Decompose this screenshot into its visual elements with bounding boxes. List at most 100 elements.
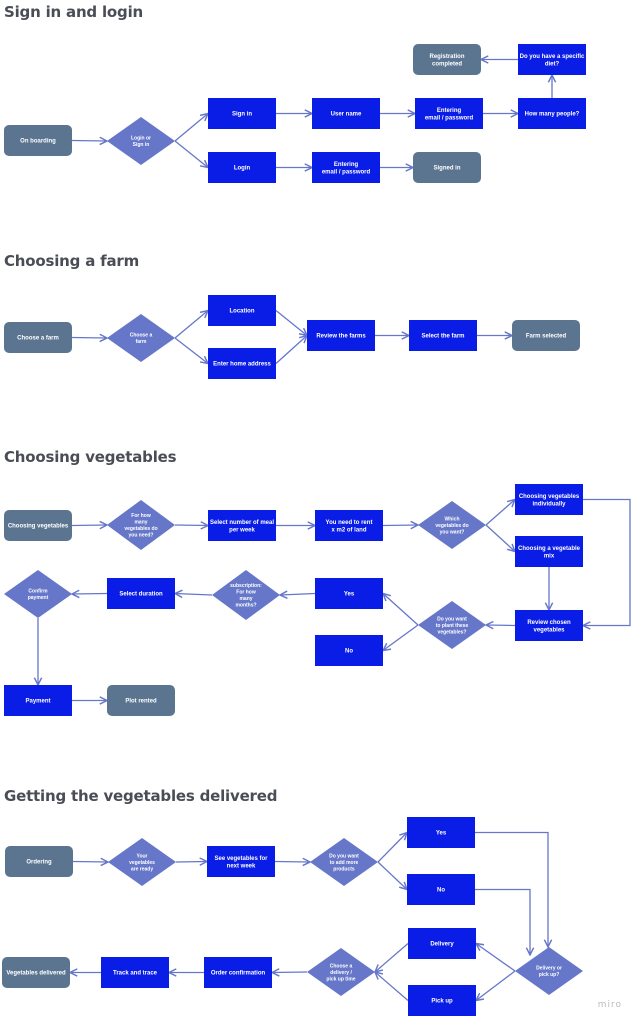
node-payment[interactable]: Payment	[4, 685, 72, 716]
node-login[interactable]: Login	[208, 152, 276, 183]
node-label-line: payment	[28, 595, 49, 601]
node-label: Delivery	[430, 942, 454, 948]
node-location[interactable]: Location	[208, 295, 276, 326]
process-box	[315, 510, 383, 541]
node-yes-plant[interactable]: Yes	[315, 578, 383, 609]
connector-home-address-to-review-farms	[275, 336, 307, 364]
node-order-confirmation[interactable]: Order confirmation	[204, 957, 272, 988]
node-label-line: Choosing vegetables	[519, 494, 580, 500]
node-delivery[interactable]: Delivery	[408, 928, 476, 959]
node-veg-delivered[interactable]: Vegetables delivered	[2, 957, 70, 988]
node-label-line: Registration	[429, 54, 464, 60]
node-farm-selected[interactable]: Farm selected	[512, 320, 580, 351]
node-label-line: How many people?	[525, 112, 580, 118]
node-ordering[interactable]: Ordering	[5, 846, 73, 877]
connector-review-chosen-to-plant-these	[486, 625, 516, 626]
connector-choose-farm-dec-to-home-address	[174, 337, 208, 364]
node-signed-in[interactable]: Signed in	[413, 152, 481, 183]
node-yes-add[interactable]: Yes	[407, 817, 475, 848]
node-label: Vegetables delivered	[6, 971, 66, 977]
node-label-line: Choose a	[130, 333, 153, 339]
node-label-line: Confirm	[28, 589, 48, 595]
node-how-many-people[interactable]: How many people?	[518, 98, 586, 129]
node-label-line: You need to rent	[326, 520, 373, 526]
node-select-farm[interactable]: Select the farm	[409, 320, 477, 351]
node-track-trace[interactable]: Track and trace	[101, 957, 169, 988]
node-label: Choose a farm	[17, 336, 59, 342]
decision-diamond	[515, 947, 583, 995]
node-label-line: many	[239, 596, 252, 602]
node-home-address[interactable]: Enter home address	[208, 348, 276, 379]
node-no-add[interactable]: No	[407, 874, 475, 905]
node-label-line: Select number of meal	[210, 520, 274, 526]
node-user-name[interactable]: User name	[312, 98, 380, 129]
decision-diamond	[310, 838, 378, 886]
node-label: How many people?	[525, 112, 580, 118]
node-label-line: pick up time	[326, 976, 355, 982]
node-pick-up[interactable]: Pick up	[408, 985, 476, 1016]
process-box	[204, 957, 272, 988]
process-box	[408, 928, 476, 959]
node-label-line: Location	[230, 309, 255, 315]
node-no-plant[interactable]: No	[315, 635, 383, 666]
node-label-line: per week	[229, 527, 255, 533]
node-onboarding[interactable]: On boarding	[4, 125, 72, 156]
process-box	[518, 98, 586, 129]
connector-add-more-to-no-add	[377, 861, 407, 890]
node-choosing-veg-start[interactable]: Choosing vegetables	[4, 510, 72, 541]
node-sign-in[interactable]: Sign in	[208, 98, 276, 129]
node-choose-farm-start[interactable]: Choose a farm	[4, 322, 72, 353]
node-label: Payment	[25, 699, 50, 705]
node-label-line: Pick up	[431, 999, 453, 1005]
node-label: Select duration	[119, 592, 163, 598]
node-label-line: you want?	[440, 529, 465, 535]
node-plot-rented[interactable]: Plot rented	[107, 685, 175, 716]
node-label: User name	[331, 112, 362, 118]
node-label-line: vegetables do	[435, 523, 468, 529]
connector-how-many-veg-to-meals-per-week	[174, 525, 208, 526]
process-box	[407, 874, 475, 905]
node-label: Ordering	[26, 860, 52, 866]
miro-watermark: miro	[597, 1000, 622, 1010]
process-box	[208, 152, 276, 183]
connector-login-or-signin-to-login	[174, 140, 208, 168]
connector-choosing-veg-start-to-how-many-veg	[71, 525, 107, 526]
node-select-duration[interactable]: Select duration	[107, 578, 175, 609]
node-label: Yes	[436, 831, 447, 837]
connector-choose-farm-start-to-choose-farm-dec	[71, 338, 107, 339]
node-label-line: to plant these	[436, 623, 469, 629]
section-title-choosing-vegetables: Choosing vegetables	[4, 448, 177, 466]
node-review-farms[interactable]: Review the farms	[307, 320, 375, 351]
node-label-line: For how	[236, 590, 256, 596]
node-label-line: Select duration	[119, 592, 163, 598]
decision-diamond	[307, 948, 375, 996]
